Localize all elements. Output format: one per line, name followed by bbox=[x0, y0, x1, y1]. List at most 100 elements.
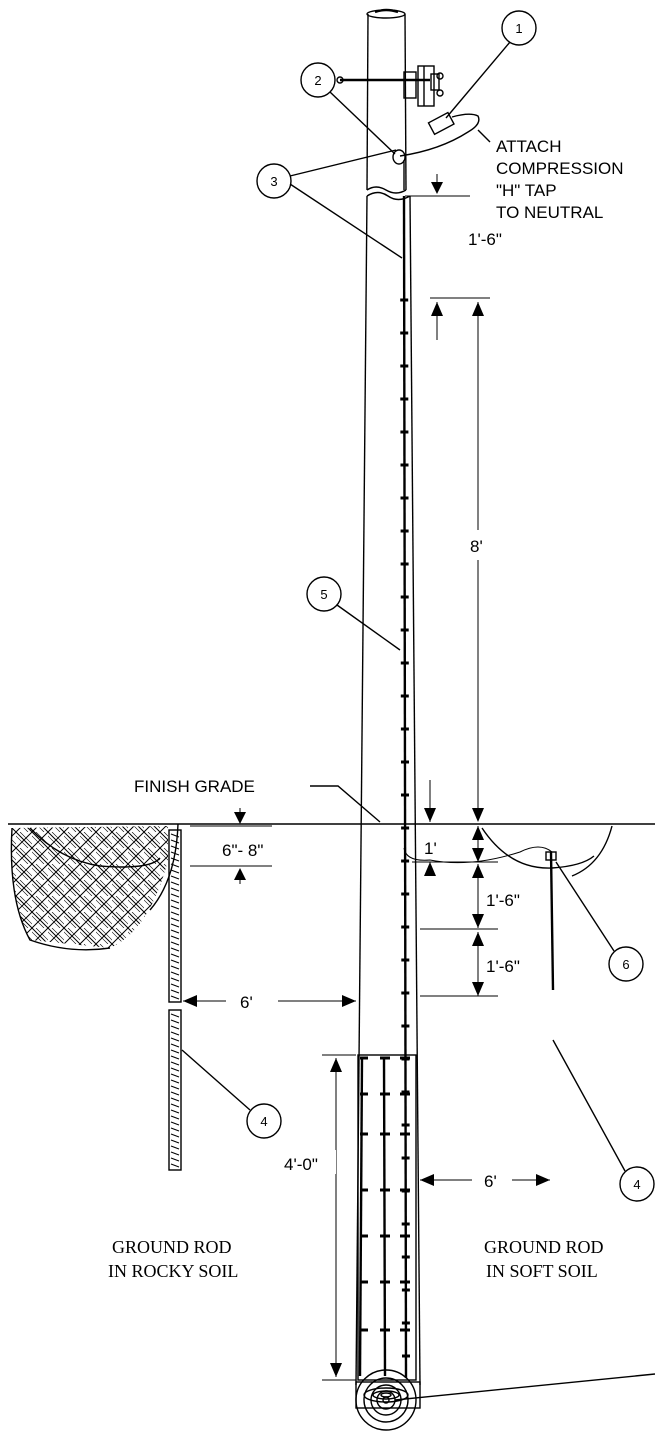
svg-text:4: 4 bbox=[633, 1177, 640, 1192]
rod-texture bbox=[170, 989, 180, 994]
dim-wire-span: 8' bbox=[430, 297, 492, 822]
callout-5: 5 bbox=[306, 576, 401, 651]
rod-texture bbox=[170, 977, 180, 982]
dim-rocky-offset: 6' bbox=[183, 993, 356, 1012]
rod-texture bbox=[170, 857, 180, 862]
dim-butt-wrap: 4'-0" bbox=[282, 1054, 356, 1381]
rod-texture bbox=[170, 1025, 180, 1030]
rod-texture bbox=[170, 1013, 180, 1018]
rod-texture bbox=[170, 941, 180, 946]
rod-texture bbox=[170, 875, 180, 880]
rod-texture bbox=[170, 965, 180, 970]
svg-text:6': 6' bbox=[484, 1172, 497, 1191]
svg-text:GROUND ROD: GROUND ROD bbox=[112, 1237, 232, 1257]
rod-texture bbox=[170, 1061, 180, 1066]
rod-texture bbox=[170, 1067, 180, 1072]
dim-staple-gaps: 1'-6" 1'-6" bbox=[420, 864, 520, 997]
neutral-bracket bbox=[336, 65, 444, 107]
svg-text:IN SOFT SOIL: IN SOFT SOIL bbox=[486, 1261, 598, 1281]
rod-texture bbox=[170, 929, 180, 934]
svg-text:GROUND ROD: GROUND ROD bbox=[484, 1237, 604, 1257]
rod-texture bbox=[170, 995, 180, 1000]
svg-text:COMPRESSION: COMPRESSION bbox=[496, 159, 624, 178]
svg-text:TO NEUTRAL: TO NEUTRAL bbox=[496, 203, 603, 222]
rocky-ground-rod bbox=[170, 833, 180, 1168]
rod-texture bbox=[170, 1151, 180, 1156]
svg-text:IN ROCKY SOIL: IN ROCKY SOIL bbox=[108, 1261, 238, 1281]
rod-texture bbox=[170, 1091, 180, 1096]
rod-texture bbox=[170, 983, 180, 988]
svg-text:4: 4 bbox=[260, 1114, 267, 1129]
rod-texture bbox=[170, 833, 180, 838]
rod-texture bbox=[170, 1115, 180, 1120]
svg-text:"H" TAP: "H" TAP bbox=[496, 181, 557, 200]
rod-texture bbox=[170, 1085, 180, 1090]
pole-body bbox=[355, 191, 421, 1386]
rocky-caption: GROUND ROD IN ROCKY SOIL bbox=[108, 1237, 238, 1281]
svg-text:5: 5 bbox=[320, 587, 327, 602]
rod-texture bbox=[170, 917, 180, 922]
rod-texture bbox=[170, 893, 180, 898]
rod-texture bbox=[170, 1079, 180, 1084]
rod-texture bbox=[170, 1103, 180, 1108]
upper-pole-section bbox=[366, 8, 407, 194]
rod-texture bbox=[170, 911, 180, 916]
dim-soft-offset: 6' bbox=[420, 1172, 550, 1191]
callout-1: 1 bbox=[445, 10, 537, 119]
svg-text:1': 1' bbox=[424, 839, 437, 858]
compression-h-tap bbox=[392, 111, 480, 190]
rod-texture bbox=[170, 1055, 180, 1060]
rod-texture bbox=[170, 899, 180, 904]
callout-2: 2 bbox=[300, 62, 396, 155]
svg-text:2: 2 bbox=[314, 73, 321, 88]
rod-texture bbox=[170, 947, 180, 952]
rod-texture bbox=[170, 1133, 180, 1138]
butt-plate-coil bbox=[355, 1369, 655, 1431]
svg-text:1'-6": 1'-6" bbox=[486, 957, 520, 976]
dim-top-gap: 1'-6" bbox=[405, 174, 502, 249]
rod-texture bbox=[170, 923, 180, 928]
rod-texture bbox=[170, 1121, 180, 1126]
rod-texture bbox=[170, 839, 180, 844]
svg-text:8': 8' bbox=[470, 537, 483, 556]
pole-butt bbox=[355, 1381, 421, 1409]
butt-wrap bbox=[357, 1054, 417, 1381]
finish-grade-label: FINISH GRADE bbox=[134, 777, 255, 796]
rod-texture bbox=[170, 1097, 180, 1102]
rod-texture bbox=[170, 1049, 180, 1054]
rod-texture bbox=[170, 851, 180, 856]
rod-texture bbox=[170, 887, 180, 892]
finish-grade-line: FINISH GRADE bbox=[8, 777, 655, 825]
rod-texture bbox=[170, 881, 180, 886]
rod-texture bbox=[170, 935, 180, 940]
rod-texture bbox=[170, 1043, 180, 1048]
svg-text:1: 1 bbox=[515, 21, 522, 36]
svg-text:1'-6": 1'-6" bbox=[486, 891, 520, 910]
svg-text:4'-0": 4'-0" bbox=[284, 1155, 318, 1174]
svg-text:6"- 8": 6"- 8" bbox=[222, 841, 263, 860]
rod-texture bbox=[170, 1073, 180, 1078]
rod-texture bbox=[170, 971, 180, 976]
svg-text:3: 3 bbox=[270, 174, 277, 189]
dim-rocky-depth: 6"- 8" bbox=[190, 808, 272, 884]
rod-texture bbox=[170, 1109, 180, 1114]
rod-texture bbox=[170, 863, 180, 868]
callout-4-rocky: 4 bbox=[181, 1049, 282, 1139]
callout-3: 3 bbox=[256, 149, 403, 259]
rod-texture bbox=[170, 1019, 180, 1024]
rod-texture bbox=[170, 1037, 180, 1042]
callout-4-soft: 4 bbox=[552, 1039, 655, 1202]
attach-note: ATTACH COMPRESSION "H" TAP TO NEUTRAL bbox=[477, 129, 624, 222]
rod-texture bbox=[170, 1031, 180, 1036]
dim-below-grade: 1' bbox=[412, 780, 498, 876]
svg-text:6: 6 bbox=[622, 957, 629, 972]
callout-6: 6 bbox=[555, 861, 644, 982]
rod-texture bbox=[170, 959, 180, 964]
svg-text:6': 6' bbox=[240, 993, 253, 1012]
rod-texture bbox=[170, 1127, 180, 1132]
rod-texture bbox=[170, 1145, 180, 1150]
svg-text:ATTACH: ATTACH bbox=[496, 137, 561, 156]
rod-texture bbox=[170, 1163, 180, 1168]
soft-caption: GROUND ROD IN SOFT SOIL bbox=[484, 1237, 604, 1281]
